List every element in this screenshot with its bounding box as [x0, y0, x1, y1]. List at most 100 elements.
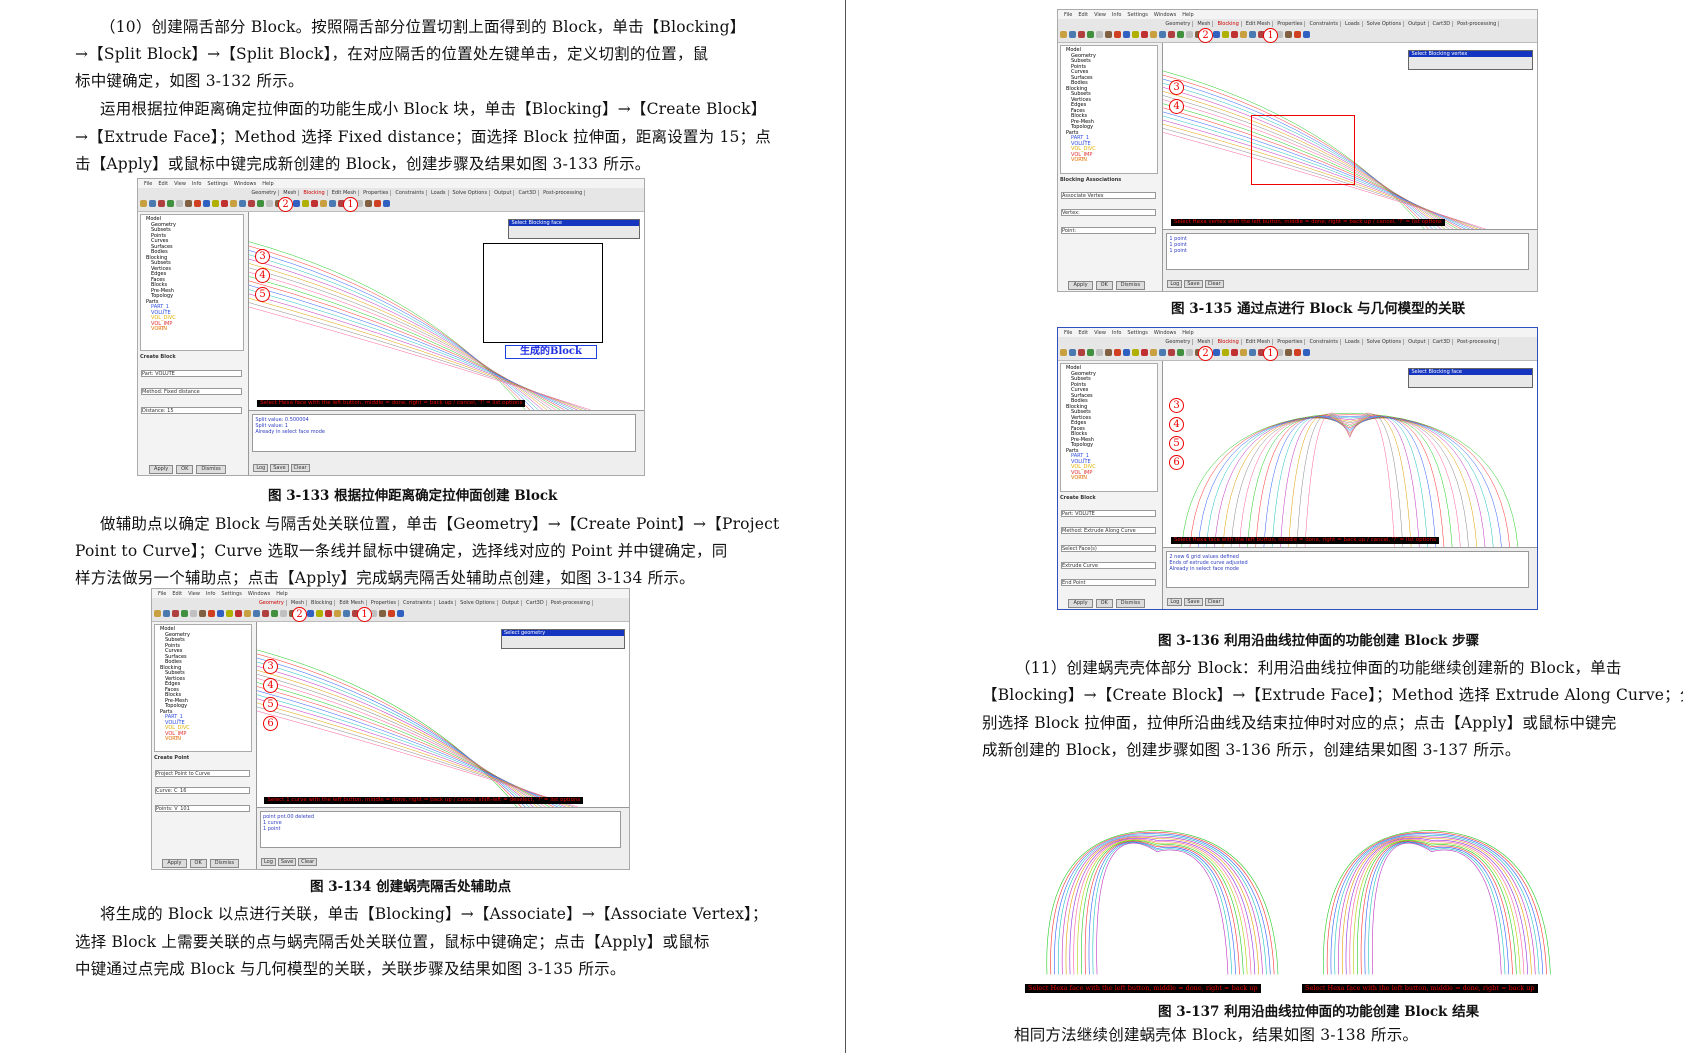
panel-field[interactable]: Distance: 15	[141, 406, 243, 414]
tree-item[interactable]: VOL_IMP	[1071, 469, 1093, 476]
tab-solve-options[interactable]: Solve Options	[1365, 339, 1405, 345]
menu-item[interactable]: Settings	[221, 590, 242, 597]
toolbar-button-icon[interactable]	[1114, 349, 1121, 356]
dismiss-button[interactable]: Dismiss	[1115, 281, 1146, 290]
tab-output[interactable]: Output	[500, 600, 523, 606]
toolbar-button-icon[interactable]	[1168, 31, 1175, 38]
menu-item[interactable]: View	[174, 180, 186, 187]
tree-item[interactable]: VOLUTE	[1071, 140, 1091, 147]
tab-output[interactable]: Output	[1406, 21, 1429, 27]
tab-mesh[interactable]: Mesh	[289, 600, 308, 606]
tree-item[interactable]: Surfaces	[151, 243, 173, 250]
toolbar-button-icon[interactable]	[257, 200, 264, 207]
toolbar-button-icon[interactable]	[181, 610, 188, 617]
toolbar-button-icon[interactable]	[1060, 349, 1067, 356]
menu-item[interactable]: Info	[1111, 329, 1122, 336]
toolbar-button-icon[interactable]	[271, 610, 278, 617]
tab-post-processing[interactable]: Post-processing	[541, 190, 586, 196]
toolbar-button-icon[interactable]	[1294, 349, 1301, 356]
panel-field[interactable]: Associate Vertex	[1061, 191, 1157, 199]
toolbar-button-icon[interactable]	[334, 610, 341, 617]
tree-item[interactable]: Model	[160, 626, 176, 632]
tree-item[interactable]: VOL_IMP	[151, 320, 173, 327]
tree-item[interactable]: Topology	[151, 293, 174, 299]
menu-item[interactable]: Windows	[233, 180, 257, 187]
save-button[interactable]: Save	[1184, 598, 1203, 606]
toolbar-button-icon[interactable]	[1222, 31, 1229, 38]
toolbar-button-icon[interactable]	[311, 200, 318, 207]
tab-post-processing[interactable]: Post-processing	[1455, 21, 1500, 27]
log-button[interactable]: Log	[1167, 598, 1183, 606]
menu-item[interactable]: Edit	[1078, 11, 1089, 18]
toolbar-button-icon[interactable]	[383, 200, 390, 207]
toolbar-button-icon[interactable]	[307, 610, 314, 617]
toolbar-button-icon[interactable]	[1231, 349, 1238, 356]
toolbar-button-icon[interactable]	[343, 610, 350, 617]
tab-solve-options[interactable]: Solve Options	[1365, 21, 1405, 27]
menu-item[interactable]: Windows	[247, 590, 271, 597]
tab-properties[interactable]: Properties	[1275, 21, 1306, 27]
toolbar-button-icon[interactable]	[1105, 31, 1112, 38]
tree-item[interactable]: Blocking	[1066, 403, 1088, 410]
toolbar-button-icon[interactable]	[1132, 31, 1139, 38]
toolbar-button-icon[interactable]	[1276, 31, 1283, 38]
tree-item[interactable]: VOL_DIVC	[1071, 146, 1096, 152]
toolbar-button-icon[interactable]	[379, 610, 386, 617]
menu-item[interactable]: Info	[205, 590, 216, 597]
tree-item[interactable]: Surfaces	[1071, 392, 1093, 399]
toolbar-button-icon[interactable]	[370, 610, 377, 617]
tree-item[interactable]: Subsets	[1071, 376, 1091, 382]
tree-item[interactable]: Edges	[1071, 420, 1087, 426]
toolbar-button-icon[interactable]	[244, 610, 251, 617]
dismiss-button[interactable]: Dismiss	[1115, 599, 1146, 608]
tree-item[interactable]: VOL_DIVC	[1071, 464, 1096, 470]
tree-item[interactable]: Vertices	[151, 265, 171, 272]
toolbar-button-icon[interactable]	[203, 200, 210, 207]
toolbar-button-icon[interactable]	[208, 610, 215, 617]
save-button[interactable]: Save	[277, 858, 297, 866]
tree-item[interactable]: Geometry	[165, 631, 190, 638]
toolbar-button-icon[interactable]	[1069, 349, 1076, 356]
tab-constraints[interactable]: Constraints	[1307, 21, 1341, 27]
tab-solve-options[interactable]: Solve Options	[458, 600, 498, 606]
menu-item[interactable]: Help	[1182, 11, 1194, 18]
tree-item[interactable]: Blocking	[1066, 85, 1088, 92]
toolbar-button-icon[interactable]	[194, 200, 201, 207]
tree-item[interactable]: Bodies	[1071, 398, 1088, 404]
tree-item[interactable]: VOLUTE	[165, 719, 185, 726]
toolbar-button-icon[interactable]	[1285, 349, 1292, 356]
tab-edit-mesh[interactable]: Edit Mesh	[1244, 21, 1274, 27]
tree-item[interactable]: Blocks	[151, 282, 168, 288]
tab-constraints[interactable]: Constraints	[401, 600, 435, 606]
tree-item[interactable]: Model	[1066, 47, 1082, 53]
tab-blocking[interactable]: Blocking	[1215, 21, 1242, 27]
menu-item[interactable]: File	[144, 180, 153, 187]
tree-item[interactable]: Points	[165, 642, 181, 649]
tree-item[interactable]: Faces	[165, 686, 179, 693]
toolbar-button-icon[interactable]	[302, 200, 309, 207]
tree-item[interactable]: Blocking	[146, 254, 168, 261]
apply-button[interactable]: Apply	[162, 859, 187, 868]
toolbar-button-icon[interactable]	[1240, 349, 1247, 356]
toolbar-button-icon[interactable]	[248, 200, 255, 207]
tab-geometry[interactable]: Geometry	[1163, 21, 1194, 27]
toolbar-button-icon[interactable]	[262, 610, 269, 617]
tree-item[interactable]: Surfaces	[1071, 74, 1093, 81]
toolbar-button-icon[interactable]	[1294, 31, 1301, 38]
toolbar-button-icon[interactable]	[1078, 349, 1085, 356]
tree-item[interactable]: Geometry	[1071, 52, 1096, 59]
toolbar-button-icon[interactable]	[1114, 31, 1121, 38]
tab-mesh[interactable]: Mesh	[1195, 339, 1214, 345]
toolbar-button-icon[interactable]	[230, 200, 237, 207]
panel-field[interactable]: Part: VOLUTE	[141, 369, 243, 377]
panel-field[interactable]: Select Face(s)	[1061, 544, 1157, 552]
toolbar-button-icon[interactable]	[1276, 349, 1283, 356]
menu-item[interactable]: Windows	[1153, 11, 1177, 18]
menu-item[interactable]: Settings	[1127, 329, 1148, 336]
tab-properties[interactable]: Properties	[1275, 339, 1306, 345]
toolbar-button-icon[interactable]	[163, 610, 170, 617]
toolbar-button-icon[interactable]	[1258, 349, 1265, 356]
toolbar-button-icon[interactable]	[388, 610, 395, 617]
tree-item[interactable]: Geometry	[151, 221, 176, 228]
clear-button[interactable]: Clear	[1204, 280, 1224, 288]
